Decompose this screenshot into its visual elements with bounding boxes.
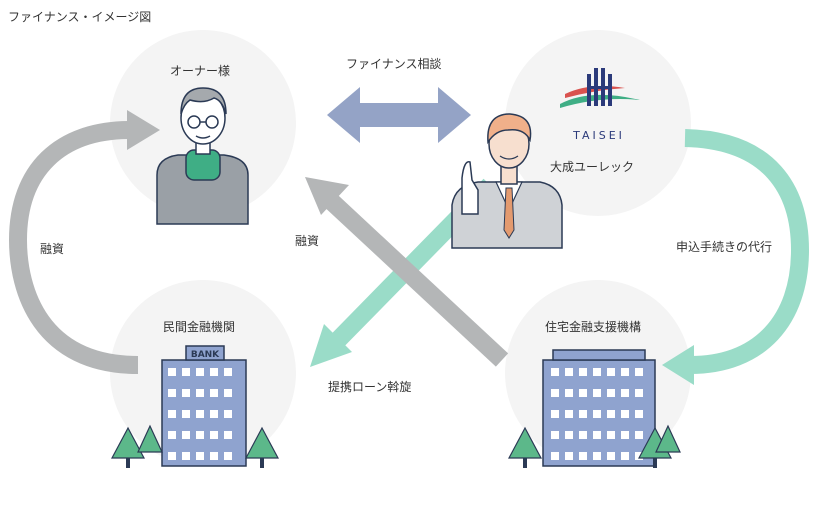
owner-figure (156, 87, 249, 225)
bank-building (161, 345, 247, 467)
finance-consult-arrow (327, 87, 471, 143)
loan-left-arrowhead (127, 110, 160, 150)
loan-center-arrowhead (305, 177, 349, 215)
bank-label: 民間金融機関 (163, 320, 236, 334)
finance-consult-label: ファイナンス相談 (346, 57, 442, 71)
businessman-figure (451, 113, 563, 249)
jhf-trees (508, 424, 681, 468)
jhf-building (542, 349, 656, 467)
application-arrowhead (662, 345, 694, 385)
loan-center-arrow (323, 193, 509, 367)
loan-center-label: 融資 (295, 234, 320, 248)
jhf-label: 住宅金融支援機構 (545, 320, 642, 334)
bank-trees (111, 424, 279, 468)
taisei-logo (560, 68, 640, 108)
taisei-label: 大成ユーレック (550, 160, 635, 174)
loan-left-label: 融資 (40, 242, 65, 256)
partnership-label: 提携ローン斡旋 (328, 380, 412, 394)
logo-text: TAISEI (572, 129, 625, 142)
owner-label: オーナー様 (170, 64, 231, 78)
partnership-arrowhead (310, 324, 352, 367)
bank-sign: BANK (191, 350, 220, 360)
loan-left-arrow (8, 121, 139, 374)
application-arrow (684, 129, 810, 374)
application-agency-label: 申込手続きの代行 (676, 240, 773, 254)
diagram-title: ファイナンス・イメージ図 (8, 10, 152, 24)
